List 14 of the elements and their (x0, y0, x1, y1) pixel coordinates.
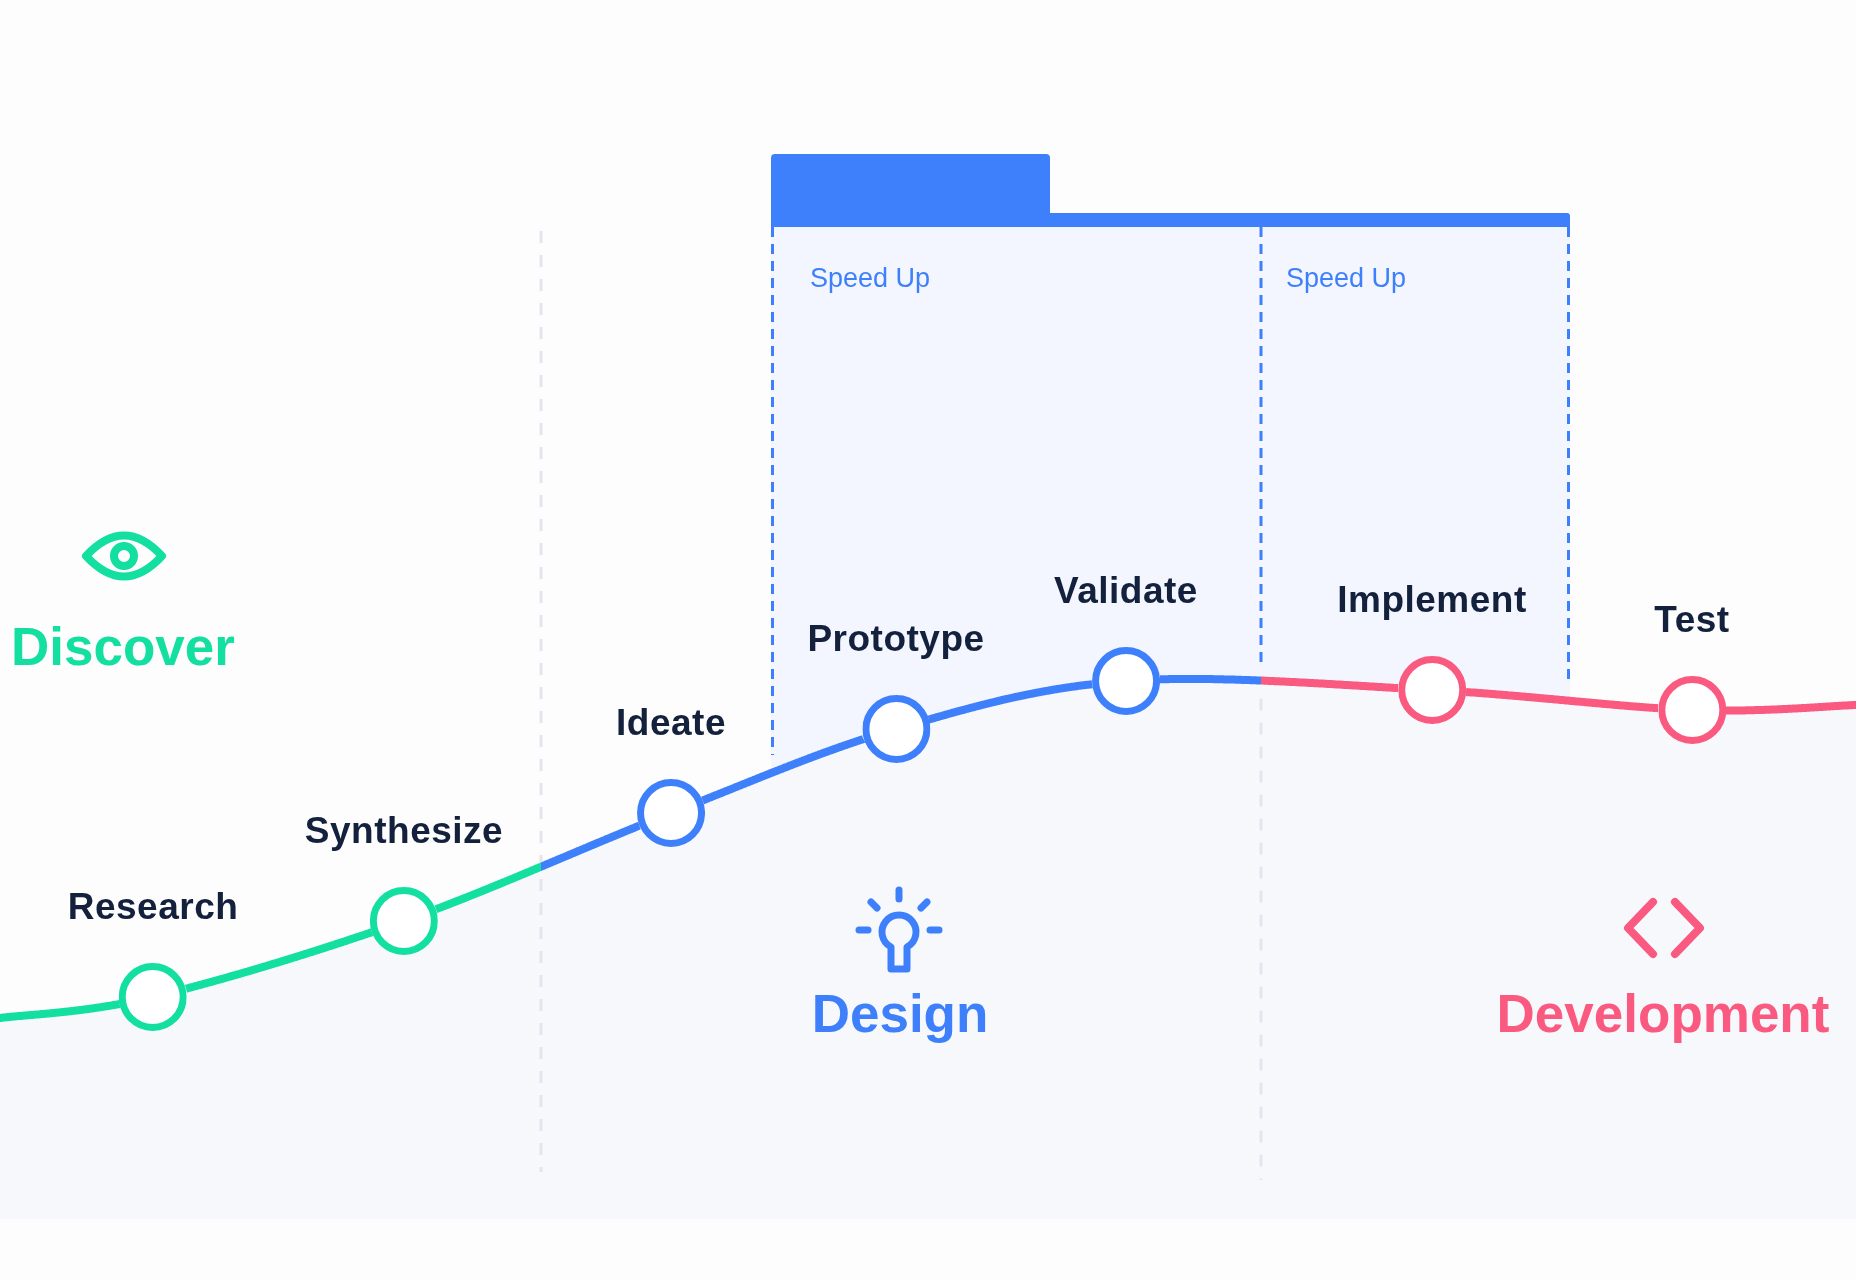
arrow-caption: Speed Up (810, 262, 931, 294)
step-label: Prototype (807, 617, 985, 661)
step-label: Test (1654, 598, 1730, 642)
step-label: Ideate (616, 701, 726, 745)
arrow-caption: Speed Up (1286, 262, 1407, 294)
step-label: Implement (1337, 578, 1527, 622)
step-label: Synthesize (304, 809, 504, 853)
curve-line (699, 735, 868, 805)
phase-title: Development (1496, 983, 1830, 1045)
curve-line (182, 928, 376, 993)
phase-title: Discover (11, 616, 235, 678)
step-label: Validate (1054, 569, 1198, 613)
step-label: Research (67, 885, 239, 929)
phase-title: Design (811, 983, 989, 1045)
